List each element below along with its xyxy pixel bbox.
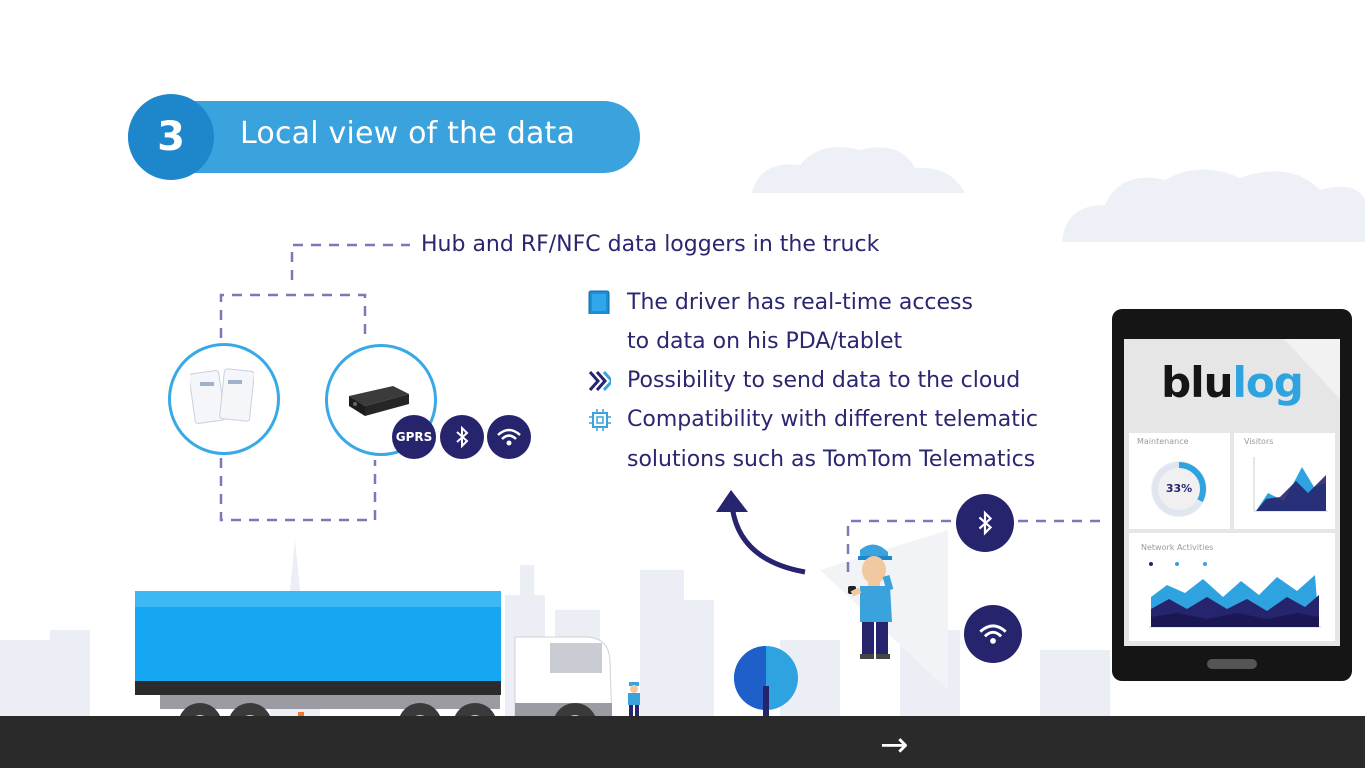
- step-number-badge: 3: [128, 94, 214, 180]
- curved-arrow-head: [716, 490, 748, 512]
- tablet-home-button: [1207, 659, 1257, 669]
- tablet-glare: [1284, 339, 1340, 399]
- wifi-icon: [979, 624, 1007, 644]
- driver-figure: [848, 544, 894, 659]
- wifi-icon: [497, 428, 521, 446]
- wifi-badge-large: [964, 605, 1022, 663]
- gprs-badge: GPRS: [392, 415, 436, 459]
- feature-1-line-1: The driver has real-time access: [627, 290, 973, 315]
- network-card: Network Activities: [1129, 533, 1335, 641]
- gprs-label: GPRS: [395, 430, 433, 444]
- maintenance-gauge: [1151, 461, 1207, 517]
- maintenance-title: Maintenance: [1137, 437, 1189, 446]
- arrow-right-icon[interactable]: →: [880, 725, 909, 765]
- network-title: Network Activities: [1141, 543, 1214, 552]
- page-title: Local view of the data: [240, 116, 576, 151]
- logo-log: log: [1232, 358, 1304, 407]
- small-driver-figure: [628, 682, 640, 719]
- feature-3-line-1: Compatibility with different telematic: [627, 407, 1039, 432]
- curved-arrow: [729, 504, 806, 575]
- visitors-title: Visitors: [1244, 437, 1274, 446]
- cloud-left: [752, 147, 965, 193]
- visitors-card: Visitors: [1234, 433, 1335, 529]
- road: [0, 716, 1365, 768]
- bluetooth-icon: [456, 426, 469, 448]
- chevron-right-icon: [588, 371, 611, 391]
- bluetooth-badge-large: [956, 494, 1014, 552]
- maintenance-value: 33%: [1165, 482, 1193, 495]
- feature-2-line-1: Possibility to send data to the cloud: [627, 368, 1021, 393]
- chip-icon: [589, 409, 611, 431]
- tree-illustration: [734, 646, 798, 726]
- bluetooth-icon: [978, 510, 993, 536]
- hub-device-icon: [349, 386, 409, 416]
- tablet-icon: [588, 290, 610, 314]
- cloud-right: [1062, 169, 1365, 242]
- maintenance-card: Maintenance 33%: [1129, 433, 1230, 529]
- network-area-chart: [1149, 562, 1321, 628]
- wifi-badge: [487, 415, 531, 459]
- feature-3-line-2: solutions such as TomTom Telematics: [627, 447, 1036, 472]
- visitors-area-chart: [1253, 457, 1328, 512]
- feature-1-line-2: to data on his PDA/tablet: [627, 329, 903, 354]
- bluetooth-badge: [440, 415, 484, 459]
- nfc-logger-cards-icon: [190, 368, 254, 424]
- hub-caption: Hub and RF/NFC data loggers in the truck: [421, 232, 880, 257]
- logo-blu: blu: [1161, 358, 1233, 407]
- blulog-logo: blulog: [1124, 358, 1340, 407]
